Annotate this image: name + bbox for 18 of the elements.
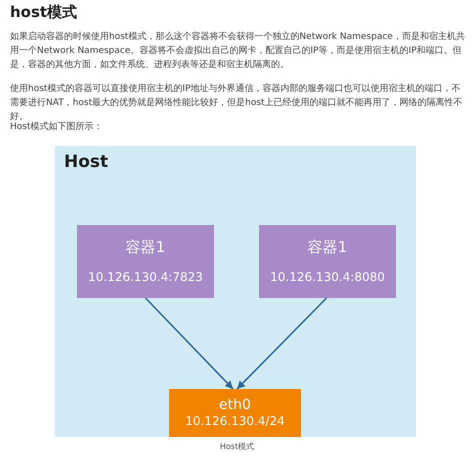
box-heading: Host — [64, 152, 108, 174]
box-title: 容器1 — [126, 238, 166, 257]
arrow — [236, 297, 328, 390]
box-title: 容器1 — [308, 238, 348, 257]
container-box — [77, 225, 214, 298]
host-box — [55, 146, 416, 437]
paragraph: Host模式如下图所示： — [10, 120, 104, 134]
box-title: eth0 — [219, 396, 251, 414]
network-interface-box — [169, 389, 301, 437]
paragraph: 如果启动容器的时候使用host模式，那么这个容器将不会获得一个独立的Network Namespace，而是和宿主机共用一个Network Namespace。容器将不会虚拟出自己的网卡，配置自己的IP等，而是使用宿主机的IP和端口。但是，容器的其他方面，如文件系统、进程列表等还是和宿主机隔离的。 — [10, 30, 465, 72]
arrow — [144, 297, 234, 390]
address-text: 10.126.130.4:7823 — [88, 270, 203, 286]
container-box — [259, 225, 396, 298]
address-text: 10.126.130.4/24 — [185, 414, 285, 430]
page-title: host模式 — [10, 3, 78, 22]
address-text: 10.126.130.4:8080 — [270, 270, 385, 286]
paragraph: 使用host模式的容器可以直接使用宿主机的IP地址与外界通信，容器内部的服务端口也可以使用宿主机的端口，不需要进行NAT，host最大的优势就是网络性能比较好，但是host上已经使用的端口就不能再用了，网络的隔离性不好。 — [10, 82, 464, 122]
caption: Host模式 — [218, 441, 256, 452]
